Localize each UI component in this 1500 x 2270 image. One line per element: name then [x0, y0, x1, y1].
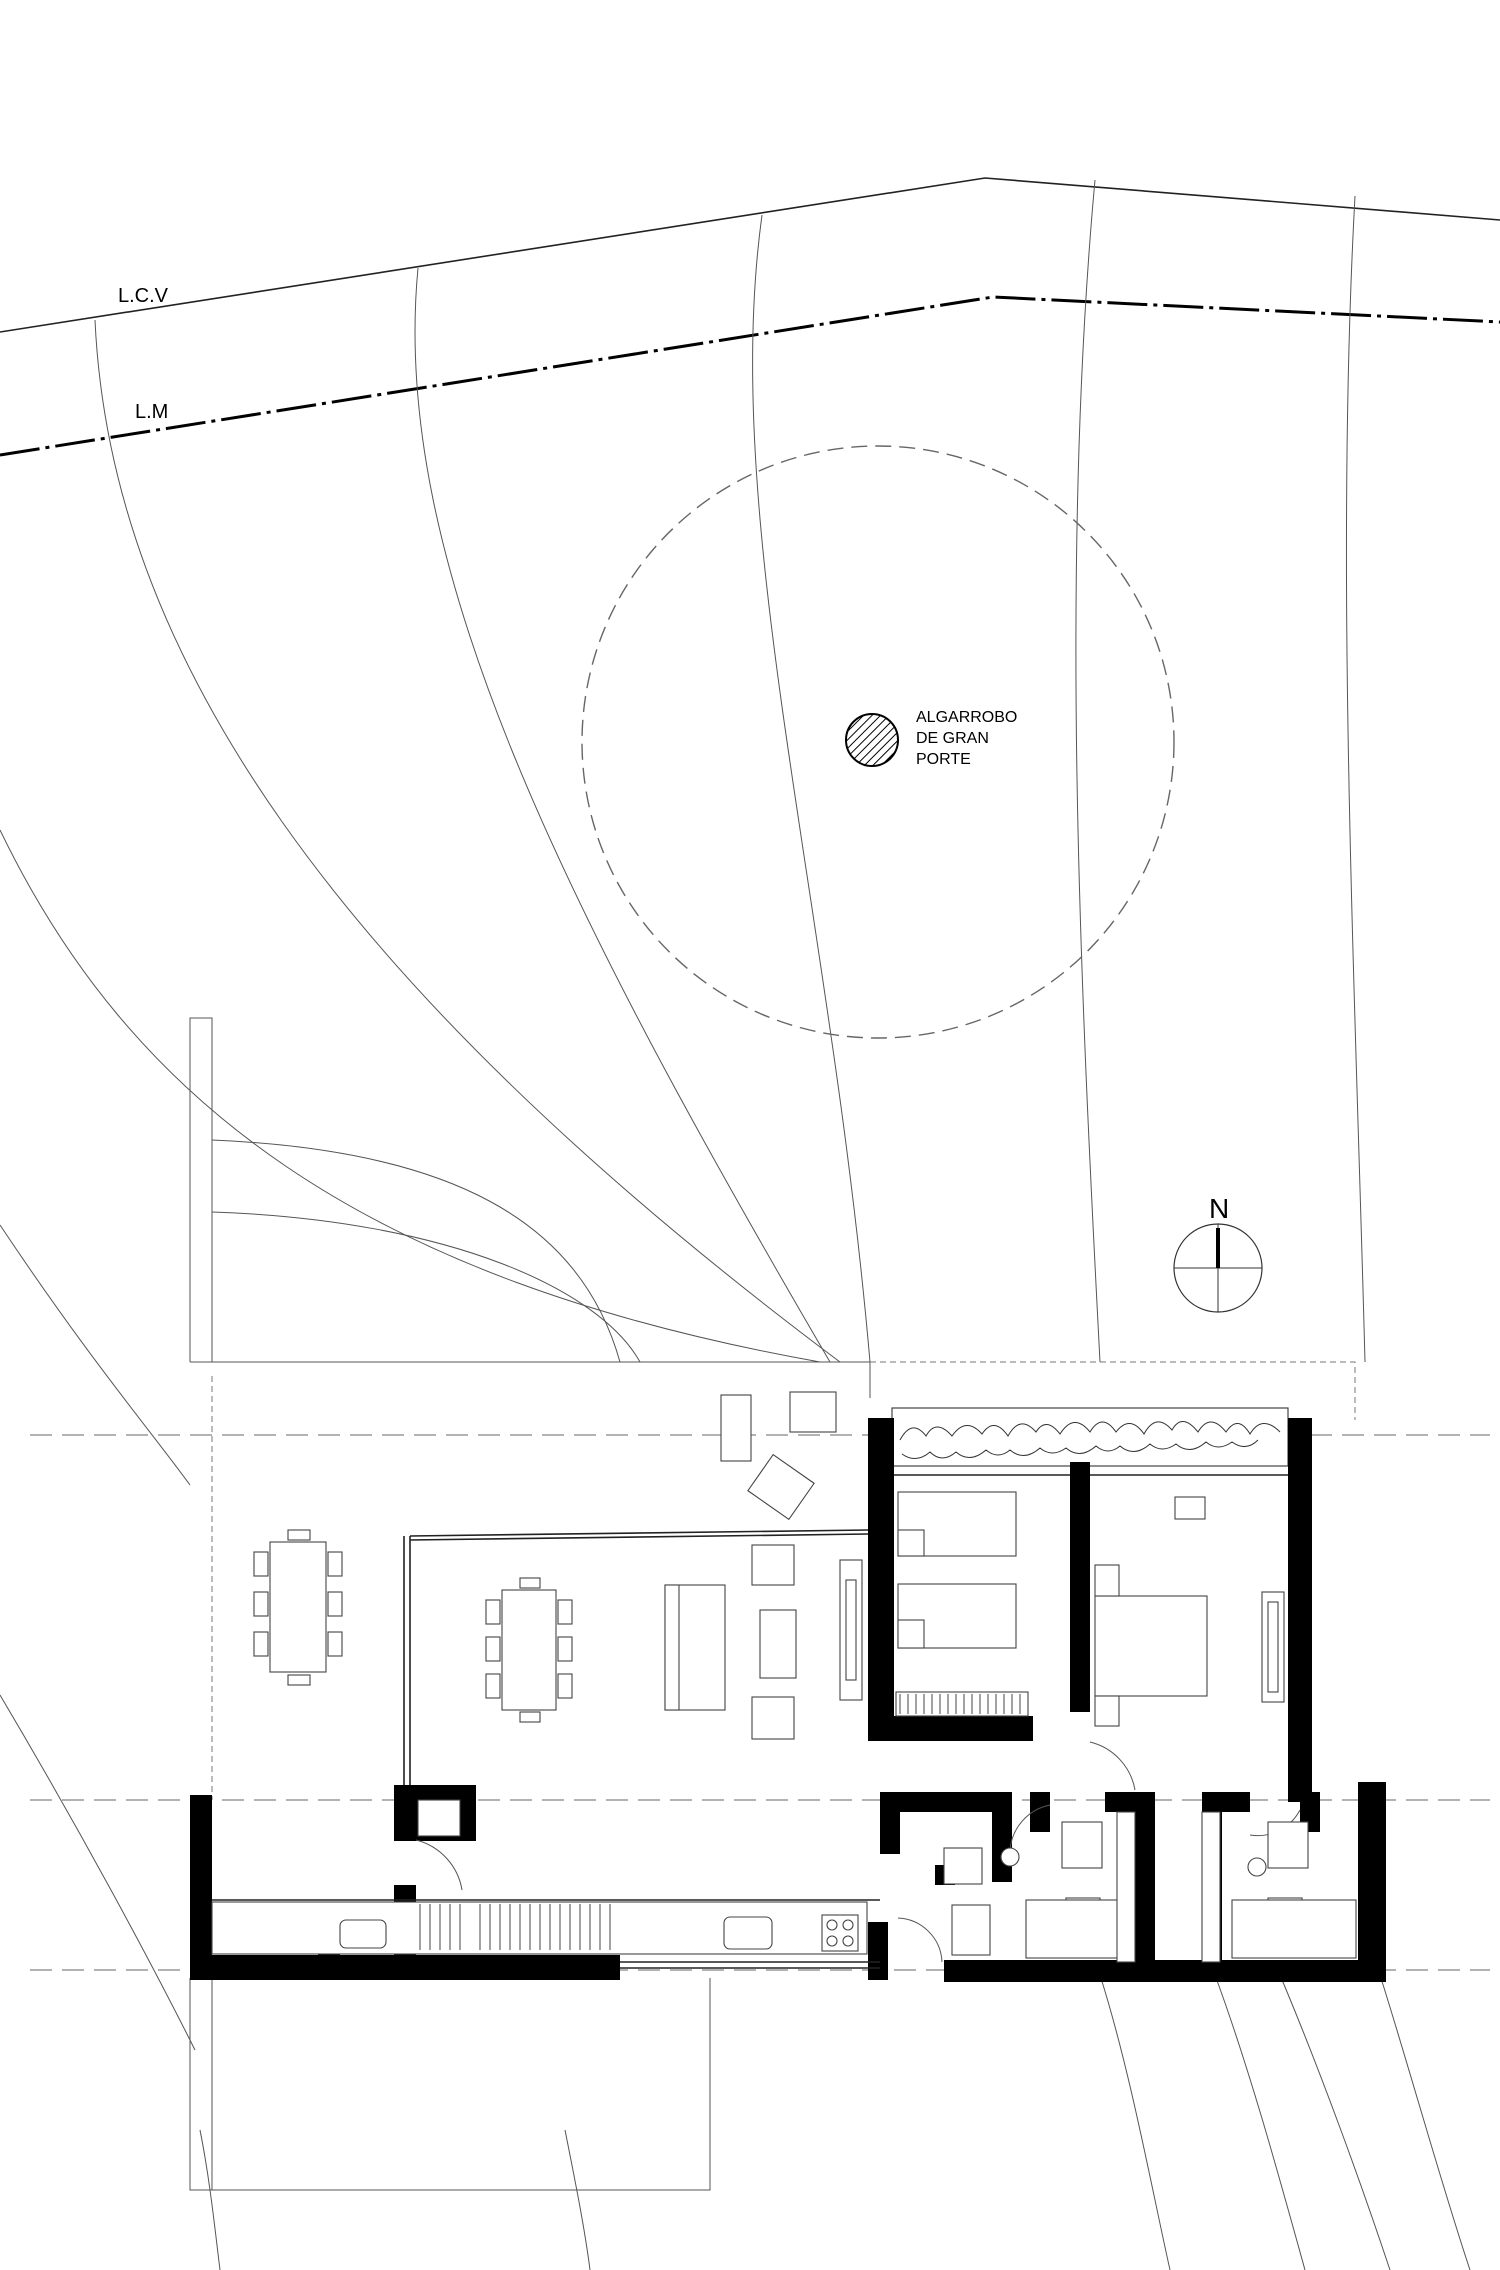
cooktop-icon	[821, 1914, 859, 1952]
north-arrow-icon: N	[1173, 1193, 1263, 1313]
tree-trunk-icon	[845, 713, 899, 767]
bathroom-fixtures	[943, 1821, 1357, 1959]
tree-label-line1: ALGARROBO	[916, 709, 1017, 726]
contour-lines	[0, 179, 1471, 2270]
lm-line	[0, 295, 1500, 457]
svg-text:N: N	[1209, 1193, 1229, 1224]
lcv-line	[0, 177, 1500, 333]
plot-boundary	[189, 1017, 711, 2191]
living-set	[664, 1544, 863, 1740]
outdoor-dining-set	[253, 1529, 343, 1686]
lm-label: L.M	[135, 401, 168, 423]
bedroom-1-furniture	[895, 1491, 1029, 1717]
armchair	[751, 1696, 795, 1740]
tree-label-line2: DE GRAN	[916, 730, 989, 747]
tree-label-line3: PORTE	[916, 751, 971, 768]
sink-icon	[723, 1916, 773, 1950]
coffee-table	[759, 1609, 797, 1679]
tree-canopy	[581, 445, 1175, 1039]
armchair	[751, 1544, 795, 1586]
kitchen	[211, 1901, 868, 1955]
glazing	[212, 1474, 1288, 1969]
sink-icon	[339, 1919, 387, 1949]
lcv-label: L.C.V	[118, 285, 169, 307]
planter	[891, 1407, 1289, 1467]
dining-set	[485, 1577, 573, 1723]
closets	[417, 1799, 1221, 1963]
door-swings	[415, 1741, 1301, 1963]
bedroom-2-furniture	[1094, 1496, 1285, 1727]
patio-furniture	[720, 1391, 837, 1521]
